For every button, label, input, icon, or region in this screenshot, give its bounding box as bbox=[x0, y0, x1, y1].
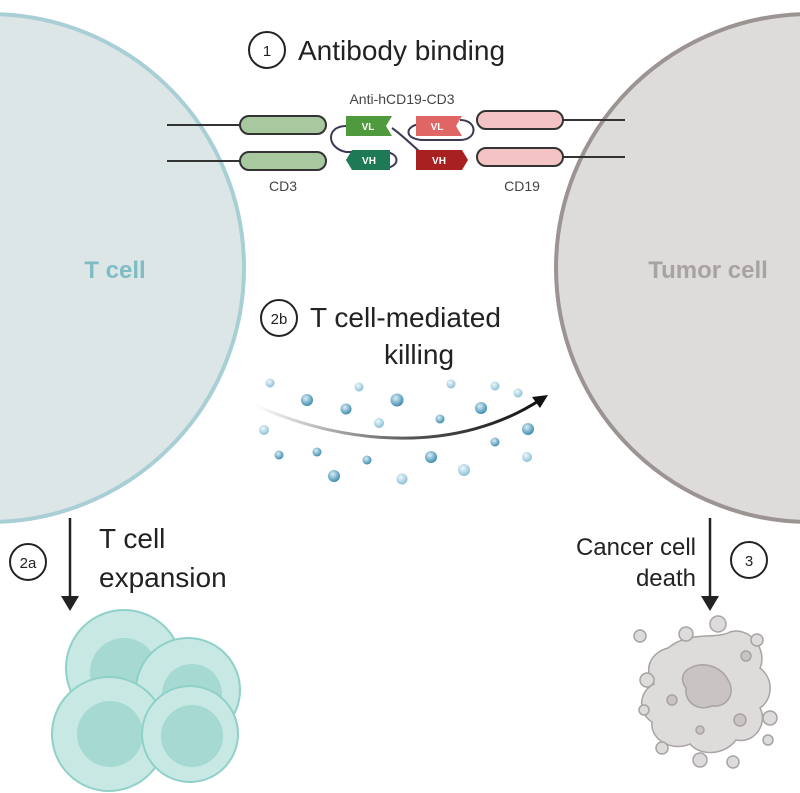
granule bbox=[458, 464, 470, 476]
granule bbox=[259, 425, 269, 435]
step2b-number: 2b bbox=[271, 311, 288, 328]
killing-arrow bbox=[254, 398, 541, 440]
left-vh-label: VH bbox=[362, 156, 376, 167]
debris-fragment bbox=[655, 741, 669, 755]
step1-label: Antibody binding bbox=[298, 35, 505, 66]
granule bbox=[312, 447, 322, 457]
step2a-number: 2a bbox=[20, 555, 37, 572]
tumor-cell-body bbox=[554, 12, 800, 524]
right-vh-domain bbox=[416, 150, 468, 170]
cd19-label: CD19 bbox=[504, 178, 540, 194]
antibody-linker-right bbox=[407, 119, 475, 141]
granule bbox=[475, 402, 487, 414]
debris-fragment bbox=[695, 725, 705, 735]
debris-fragment bbox=[762, 734, 774, 746]
debris-fragment bbox=[692, 752, 708, 768]
granule bbox=[354, 382, 364, 392]
debris-fragment bbox=[633, 629, 647, 643]
debris-fragment bbox=[726, 755, 740, 769]
granule bbox=[522, 452, 532, 462]
t-cell-label: T cell bbox=[84, 257, 145, 284]
debris-fragment bbox=[740, 650, 752, 662]
step1-number-badge bbox=[248, 31, 286, 69]
granule bbox=[374, 418, 384, 428]
killing-arrow-head bbox=[532, 395, 548, 408]
granule bbox=[390, 393, 404, 407]
cd3-receptor-bottom bbox=[239, 151, 327, 171]
step1-number: 1 bbox=[263, 43, 271, 60]
debris-fragment bbox=[678, 626, 694, 642]
expansion-arrow-head bbox=[61, 596, 79, 611]
debris-fragment bbox=[639, 672, 655, 688]
debris-fragment bbox=[638, 704, 650, 716]
granule bbox=[446, 379, 456, 389]
granule bbox=[301, 394, 313, 406]
cd3-label: CD3 bbox=[269, 178, 297, 194]
granule bbox=[490, 381, 500, 391]
antibody-name: Anti-hCD19-CD3 bbox=[349, 91, 454, 107]
granule bbox=[435, 414, 445, 424]
step3-label-line2: death bbox=[636, 565, 696, 592]
debris-fragment bbox=[750, 633, 764, 647]
debris-inner bbox=[681, 664, 732, 709]
step2a-label-line1: T cell bbox=[99, 523, 165, 554]
granule bbox=[274, 450, 284, 460]
cd19-receptor-bottom bbox=[476, 147, 564, 167]
left-vl-label: VL bbox=[362, 122, 375, 133]
granule bbox=[328, 470, 340, 482]
expanded-t-cells bbox=[51, 609, 241, 792]
death-arrow-head bbox=[701, 596, 719, 611]
debris-fragment bbox=[666, 694, 678, 706]
cancer-cell-debris bbox=[633, 615, 778, 769]
step2b-number-badge bbox=[260, 299, 298, 337]
debris-fragment bbox=[733, 713, 747, 727]
left-vh-domain bbox=[346, 150, 390, 170]
granule bbox=[265, 378, 275, 388]
t-cell-nucleus bbox=[161, 705, 223, 767]
step2b-label-line1: T cell-mediated bbox=[310, 302, 501, 333]
debris-fragment bbox=[709, 615, 727, 633]
tumor-cell-label: Tumor cell bbox=[648, 257, 768, 284]
step3-number: 3 bbox=[745, 553, 753, 570]
cd19-receptor-top bbox=[476, 110, 564, 130]
step3-label-line1: Cancer cell bbox=[576, 534, 696, 561]
t-cell-nucleus bbox=[77, 701, 143, 767]
left-vl-domain bbox=[346, 116, 392, 136]
granule bbox=[513, 388, 523, 398]
debris-fragment bbox=[762, 710, 778, 726]
right-vl-label: VL bbox=[431, 122, 444, 133]
right-vl-domain bbox=[416, 116, 462, 136]
granule bbox=[396, 473, 408, 485]
granule bbox=[340, 403, 352, 415]
step2b-label-line2: killing bbox=[384, 339, 454, 370]
step2a-label-line2: expansion bbox=[99, 562, 227, 593]
granule bbox=[490, 437, 500, 447]
step2a-number-badge bbox=[9, 543, 47, 581]
step3-number-badge bbox=[730, 541, 768, 579]
right-vh-label: VH bbox=[432, 156, 446, 167]
t-cell-body bbox=[0, 12, 246, 524]
cd3-receptor-top bbox=[239, 115, 327, 135]
cytotoxic-granules bbox=[259, 378, 534, 485]
granule bbox=[425, 451, 437, 463]
granule bbox=[522, 423, 534, 435]
granule bbox=[362, 455, 372, 465]
